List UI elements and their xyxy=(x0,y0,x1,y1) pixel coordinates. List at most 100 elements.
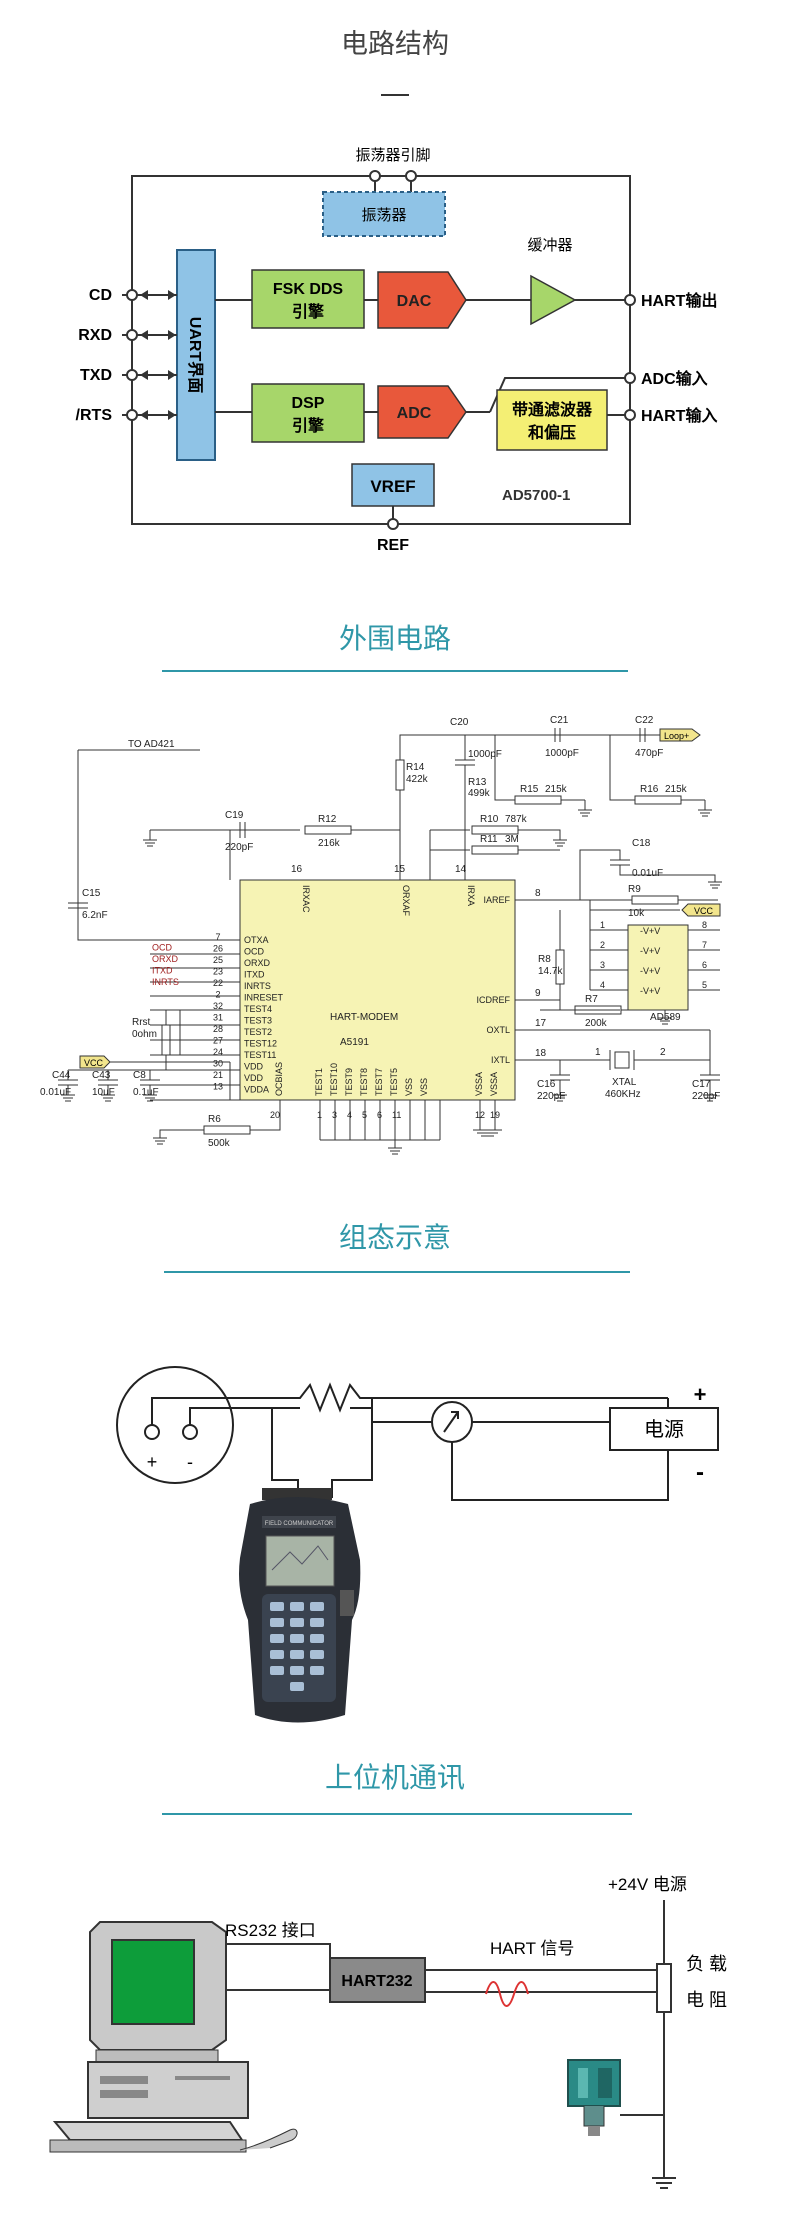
ad589-pin-number: 8 xyxy=(702,920,707,930)
r6-value: 500k xyxy=(208,1138,231,1149)
chip-pin-name: VDD xyxy=(244,1073,264,1083)
oscillator-block xyxy=(322,191,446,237)
transmitter-minus-sign: - xyxy=(187,1452,193,1472)
supply-label: +24V 电源 xyxy=(608,1875,687,1894)
chip-pin-name: ORXD xyxy=(244,958,271,968)
c21-value: 1000pF xyxy=(545,748,579,759)
section-title-circuit-structure: 电路结构 xyxy=(341,29,449,60)
rrst-ref: Rrst xyxy=(132,1017,151,1028)
chip-pin-number: 32 xyxy=(213,1001,223,1011)
pin-label-rts: /RTS xyxy=(76,407,113,424)
xtal-label-1: XTAL xyxy=(612,1077,637,1088)
chip-pin-number: 27 xyxy=(213,1036,223,1046)
c16-ref: C16 xyxy=(537,1079,556,1090)
chip-pin-name: ORXAF xyxy=(401,885,411,917)
to-ad421-label: TO AD421 xyxy=(128,739,175,750)
r12-value: 216k xyxy=(318,838,341,849)
pin-num-16: 16 xyxy=(291,864,303,875)
transmitter-icon xyxy=(567,2059,621,2136)
chip-pin-number: 11 xyxy=(392,1110,401,1120)
chip-pin-name: IRXAC xyxy=(301,885,311,913)
chip-pin-number: 30 xyxy=(213,1059,223,1069)
hart-signal-label: HART 信号 xyxy=(490,1939,574,1958)
pin-num-14: 14 xyxy=(455,864,467,875)
chip-pin-name: OXTL xyxy=(486,1025,510,1035)
r16-ref: R16 xyxy=(640,784,659,795)
pin-label-txd: TXD xyxy=(80,367,112,384)
chip-pin-number: 19 xyxy=(490,1110,500,1120)
ad589-row-label: -V+V xyxy=(640,986,660,996)
ad589-row-label: -V+V xyxy=(640,946,660,956)
bandpass-filter-block xyxy=(496,389,608,451)
chip-part: A5191 xyxy=(340,1037,369,1048)
c20-ref: C20 xyxy=(450,717,469,728)
chip-pin-name: TEST4 xyxy=(244,1004,272,1014)
chip-pin-number: 12 xyxy=(475,1110,485,1120)
r10-ref: R10 xyxy=(480,814,499,825)
signal-line-label: INRTS xyxy=(152,977,179,987)
uart-block xyxy=(176,249,216,461)
hart-out-label: HART输出 xyxy=(641,291,717,310)
c17-value: 220pF xyxy=(692,1091,720,1102)
dsp-label-2: 引擎 xyxy=(292,416,325,435)
r13-ref: R13 xyxy=(468,777,487,788)
c22-value: 470pF xyxy=(635,748,663,759)
transmitter-plus-sign: + xyxy=(147,1452,158,1472)
pin-num-17: 17 xyxy=(535,1018,547,1029)
chip-pin-name: TEST3 xyxy=(244,1016,272,1026)
r15-value: 215k xyxy=(545,784,568,795)
ad589-pin-number: 4 xyxy=(600,980,605,990)
ad589-pin-number: 5 xyxy=(702,980,707,990)
hart232-label: HART232 xyxy=(341,1973,412,1990)
ad589-pin-number: 3 xyxy=(600,960,605,970)
c19-value: 220pF xyxy=(225,842,253,853)
oscillator-label: 振荡器 xyxy=(361,207,406,224)
chip-pin-name: VSS xyxy=(419,1078,429,1096)
c17-ref: C17 xyxy=(692,1079,711,1090)
chip-pin-number: 24 xyxy=(213,1047,223,1057)
chip-pin-name: TEST10 xyxy=(329,1063,339,1096)
ref-label: REF xyxy=(377,537,409,554)
hart-modem-schematic: TO AD421 C15 6.2nF C19 220pF R12 216k R1… xyxy=(40,715,722,1155)
loop-plus-tag: Loop+ xyxy=(659,728,701,742)
c18-ref: C18 xyxy=(632,838,651,849)
c18-value: 0.01uF xyxy=(632,868,663,879)
chip-pin-number: 2 xyxy=(215,990,220,1000)
chip-pin-name: VSSA xyxy=(489,1072,499,1096)
chip-pin-name: TEST12 xyxy=(244,1039,277,1049)
part-number-label: AD5700-1 xyxy=(502,487,570,504)
chip-pin-name: TEST9 xyxy=(344,1068,354,1096)
ad589-row-label: -V+V xyxy=(640,966,660,976)
block-diagram: 振荡器引脚 振荡器 UART界面 CD RXD TXD /RTS FSK DDS… xyxy=(76,147,718,554)
power-supply-label: 电源 xyxy=(644,1418,684,1441)
chip-pin-name: VSS xyxy=(404,1078,414,1096)
signal-line-label: ORXD xyxy=(152,954,179,964)
c44-ref: C44 xyxy=(52,1070,71,1081)
chip-pin-name: ICDREF xyxy=(477,995,511,1005)
chip-pin-name: VSSA xyxy=(474,1072,484,1096)
chip-pin-name: IAREF xyxy=(483,895,510,905)
vcc-right-label: VCC xyxy=(694,906,714,916)
chip-pin-number: 31 xyxy=(213,1013,223,1023)
r10-value: 787k xyxy=(505,814,528,825)
chip-pin-name: VDD xyxy=(244,1062,264,1072)
chip-pin-name: VDDA xyxy=(244,1085,269,1095)
r9-ref: R9 xyxy=(628,884,641,895)
dac-label: DAC xyxy=(397,293,432,310)
r8-ref: R8 xyxy=(538,954,551,965)
dac-block xyxy=(377,271,467,329)
chip-pin-name: TEST8 xyxy=(359,1068,369,1096)
hart232-box xyxy=(329,1957,426,2003)
pin-num-18: 18 xyxy=(535,1048,547,1059)
load-resistor xyxy=(656,1963,672,2013)
chip-name: HART-MODEM xyxy=(330,1012,398,1023)
section-title-peripheral-circuit: 外围电路 xyxy=(338,622,451,655)
chip-pin-number: 7 xyxy=(215,932,220,942)
bpf-label-1: 带通滤波器 xyxy=(512,400,593,419)
chip-pin-number: 13 xyxy=(213,1082,223,1092)
chip-pin-name: TEST11 xyxy=(244,1050,276,1060)
host-communication-diagram: HART232 RS232 接口 HART 信号 +24V 电源 负 载 电 阻 xyxy=(49,1875,727,2189)
r11-value: 3M xyxy=(505,834,519,845)
signal-line-label: ITXD xyxy=(152,966,173,976)
osc-pin-label: 振荡器引脚 xyxy=(355,147,430,164)
